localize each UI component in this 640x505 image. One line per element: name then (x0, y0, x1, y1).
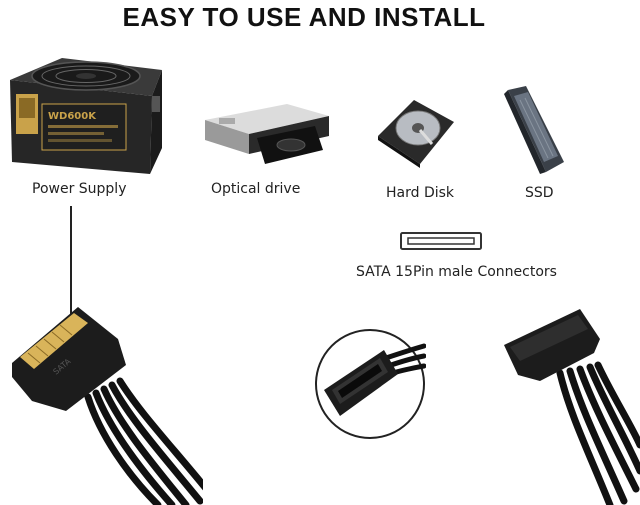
power-supply-image: WD600K (10, 58, 162, 174)
power-supply-label: Power Supply (32, 181, 127, 197)
connector-label: SATA 15Pin male Connectors (356, 264, 557, 280)
ssd-label: SSD (525, 185, 554, 201)
sata-female-connector-image (504, 309, 640, 505)
pointer-line (70, 206, 72, 318)
page-title: EASY TO USE AND INSTALL (122, 2, 486, 32)
sata-power-plug-image: SATA (12, 307, 203, 505)
hard-disk-image (378, 100, 454, 168)
optical-drive-image (205, 104, 329, 164)
hard-disk-label: Hard Disk (386, 185, 455, 201)
power-supply-model-text: WD600K (48, 111, 97, 122)
connector-zoom-inset (315, 329, 426, 439)
sata-port-icon (400, 232, 482, 250)
ssd-image (504, 86, 564, 174)
optical-drive-label: Optical drive (211, 181, 301, 197)
